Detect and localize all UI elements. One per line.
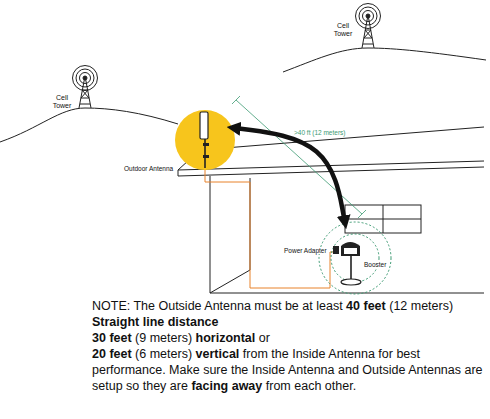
- note-text: from each other.: [266, 379, 356, 393]
- right-hill: [283, 48, 486, 72]
- cell-tower-symbol: [73, 66, 98, 109]
- part-label: Power Adapter: [283, 247, 328, 254]
- label-holder: Cell Tower: [331, 22, 355, 37]
- note-emphasis: 40 feet: [346, 299, 386, 313]
- highlight-circle: [175, 110, 235, 170]
- distance-line: [232, 96, 366, 218]
- note-emphasis: Straight line distance: [92, 315, 218, 329]
- double-arrow: [235, 128, 345, 221]
- label-holder: Cell Tower: [50, 94, 74, 109]
- cell-tower-symbol: [356, 4, 381, 49]
- antenna-cable: [205, 168, 334, 288]
- note-text: (9 meters): [135, 331, 192, 345]
- label-holder: Power Adapter: [283, 239, 328, 257]
- left-hill: [0, 108, 178, 142]
- note-emphasis: horizontal: [196, 331, 256, 345]
- note-emphasis: facing away: [191, 379, 262, 393]
- tower-label: Cell Tower: [331, 22, 355, 37]
- node-label: Booster: [363, 261, 387, 268]
- note-emphasis: 20 feet: [92, 347, 132, 361]
- distance-label: >40 ft (12 meters): [294, 129, 345, 136]
- outdoor-antenna-node: Outdoor Antenna: [120, 105, 235, 175]
- note-emphasis: 30 feet: [92, 331, 132, 345]
- note-text: or: [259, 331, 270, 345]
- signal-rings: [318, 221, 392, 295]
- booster-device: [341, 242, 361, 285]
- booster-node: Booster: [318, 221, 392, 295]
- signal-ring: [331, 234, 379, 282]
- signal-ring: [319, 222, 391, 294]
- note-text: NOTE: The Outside Antenna must be at lea…: [92, 298, 484, 394]
- power-adapter-symbol: [333, 246, 339, 254]
- note-text: NOTE: The Outside Antenna must be at lea…: [92, 299, 343, 313]
- node-label: Outdoor Antenna: [124, 165, 173, 172]
- highlight-circle: [120, 105, 235, 175]
- note-text: (6 meters): [135, 347, 192, 361]
- note-text: (12 meters): [389, 299, 453, 313]
- note-emphasis: vertical: [196, 347, 240, 361]
- tower-label: Cell Tower: [50, 94, 74, 109]
- label-holder: >40 ft (12 meters): [294, 121, 345, 139]
